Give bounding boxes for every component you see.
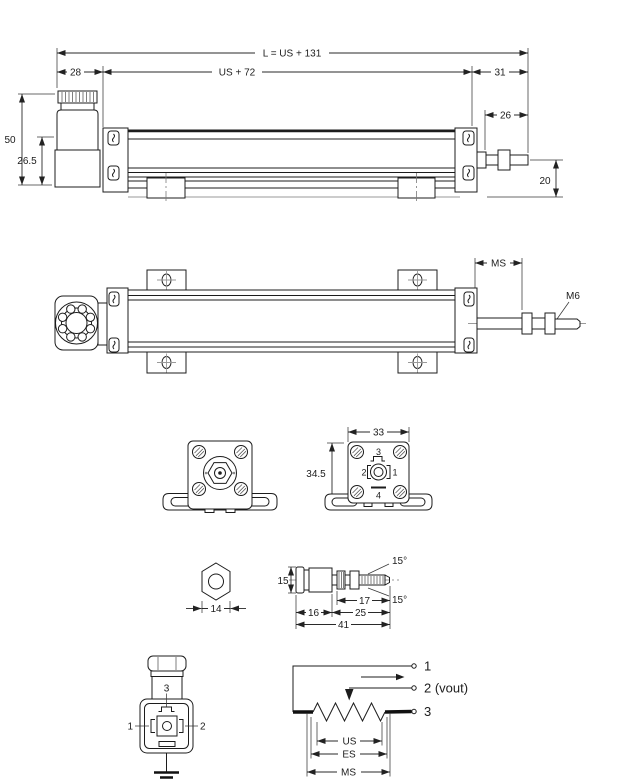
end-view-left [162,440,278,513]
terminal-2-node [411,685,417,691]
dim-ms-label: MS [341,768,356,779]
hex-nut-view: 14 [186,562,246,615]
dim-total-length-label: L = US + 131 [263,49,322,60]
pin-2-label: 2 [361,468,366,478]
pin-1-label: 1 [127,722,133,733]
dim-25-label: 25 [355,608,367,619]
pin-2-key-slot [367,465,371,479]
dim-us-label: US [343,737,357,748]
resistor-element [312,701,386,723]
piston-rod-detail: 15 15° 15° 17 16 25 41 [277,556,407,631]
pin-1-contact [150,719,155,733]
connector-head-side [54,90,101,188]
pin-3-contact [158,706,175,712]
dim-34-5-label: 34.5 [306,469,326,480]
connector-head-top [54,295,108,351]
ground-symbol [154,753,179,779]
rod-nut [544,312,556,335]
dim-28-label: 28 [70,68,82,79]
thread-m6-label: M6 [566,291,580,302]
connector-view: 3 1 2 [127,655,206,779]
pin-4-label: 4 [376,491,381,501]
piston-rod-top [468,312,588,335]
pin-3-key-slot [370,456,385,462]
dim-20-label: 20 [539,176,551,187]
terminal-3-label: 3 [424,704,431,719]
pin-1-key-slot [386,465,391,479]
potentiometer-schematic: 1 2 (vout) 3 US ES MS [292,659,468,779]
top-view: MS M6 [54,257,588,374]
angle-15-top-label: 15° [392,556,407,567]
end-view-right: 33 34.5 3 2 1 4 [306,426,433,511]
side-view: L = US + 131 28 US + 72 31 26 50 26.5 20 [4,47,563,203]
dim-14-label: 14 [210,604,222,615]
dim-31-label: 31 [494,68,506,79]
terminal-3-node [411,708,417,715]
dim-15-label: 15 [277,576,289,587]
mounting-tabs [146,269,438,374]
pin-1-label: 1 [393,468,398,478]
motion-arrow [396,673,405,681]
transducer-body-side [102,127,478,203]
terminal-1-node [411,663,417,669]
dim-33-label: 33 [373,428,385,439]
dim-26-5-label: 26.5 [17,156,37,167]
wiper-arrow [345,689,354,701]
pin-3-label: 3 [376,447,381,457]
dim-41-label: 41 [338,620,350,631]
dim-50-label: 50 [4,135,16,146]
terminal-2-label: 2 (vout) [424,681,468,696]
dim-17-label: 17 [359,596,371,607]
dim-16-label: 16 [308,608,320,619]
pin-3-label: 3 [164,684,170,695]
dim-ms-label: MS [491,259,506,270]
terminal-1-label: 1 [424,659,431,674]
transducer-body-top [106,269,478,374]
angle-15-bottom-label: 15° [392,595,407,606]
pin-2-contact [179,719,184,733]
dim-us72-label: US + 72 [219,68,256,79]
pin-2-label: 2 [200,722,206,733]
rod-nut [521,312,533,335]
dim-26-label: 26 [500,111,512,122]
dim-es-label: ES [342,750,356,761]
piston-rod-side [476,149,529,171]
